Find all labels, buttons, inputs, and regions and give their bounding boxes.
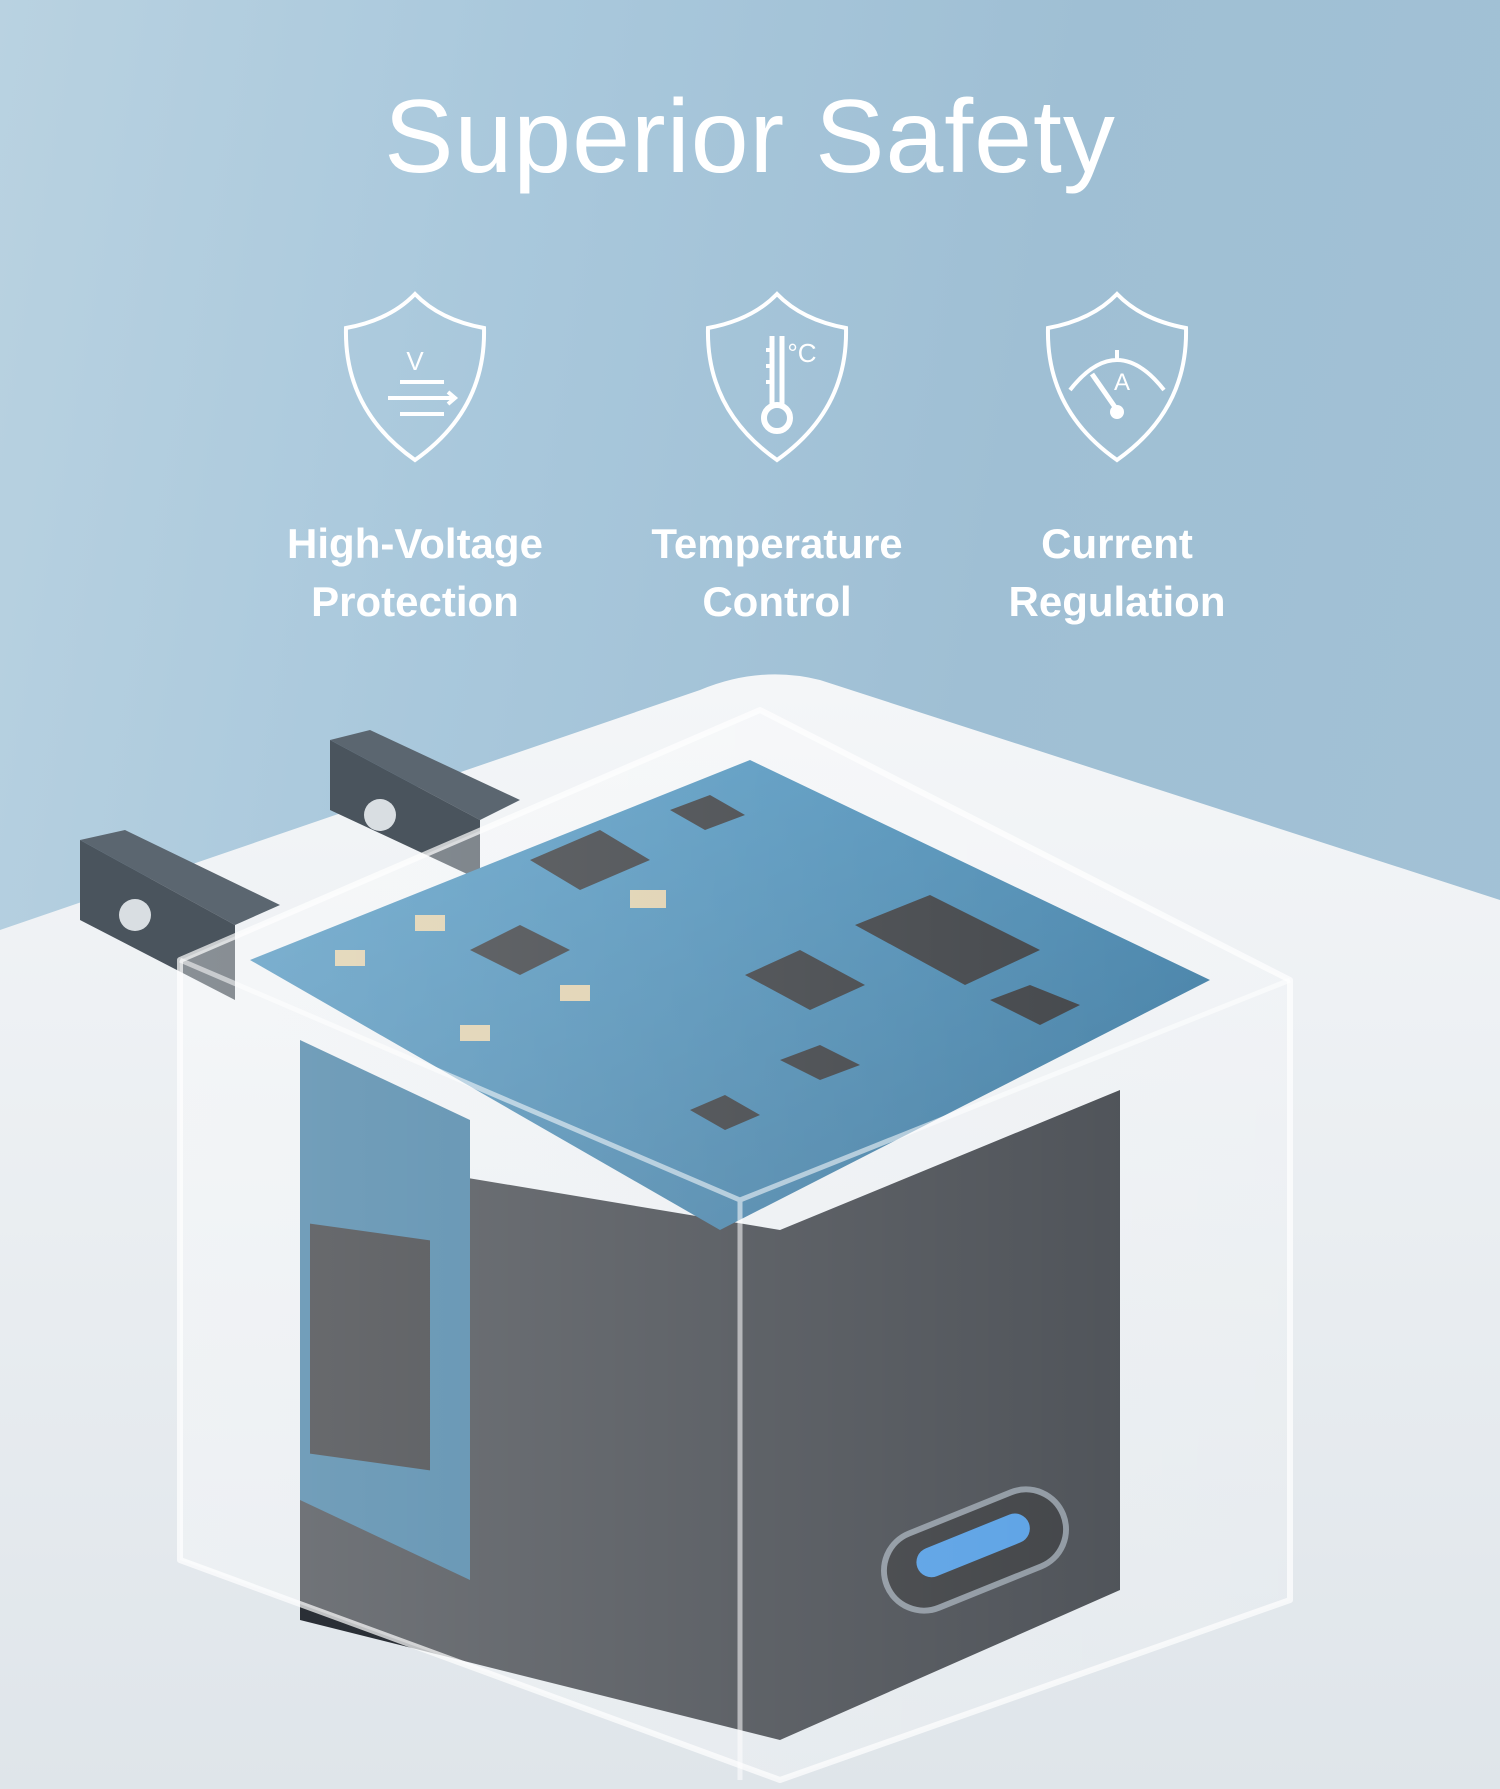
feature-label-line2: Protection: [311, 578, 519, 625]
svg-text:A: A: [1114, 369, 1130, 396]
svg-text:°C: °C: [787, 338, 816, 368]
shield-thermometer-icon: °C: [705, 291, 849, 463]
transparent-shell: [177, 707, 1293, 1783]
feature-label-line1: Current: [1041, 520, 1193, 567]
feature-label-line2: Regulation: [1008, 578, 1226, 625]
page-title: Superior Safety: [384, 79, 1116, 195]
shield-ammeter-icon: A: [1045, 291, 1189, 463]
shield-voltage-icon: V: [343, 291, 487, 463]
feature-label-line2: Control: [702, 578, 852, 625]
feature-label-line1: High-Voltage: [287, 520, 543, 567]
svg-text:V: V: [406, 346, 424, 376]
feature-label-line1: Temperature: [651, 520, 903, 567]
